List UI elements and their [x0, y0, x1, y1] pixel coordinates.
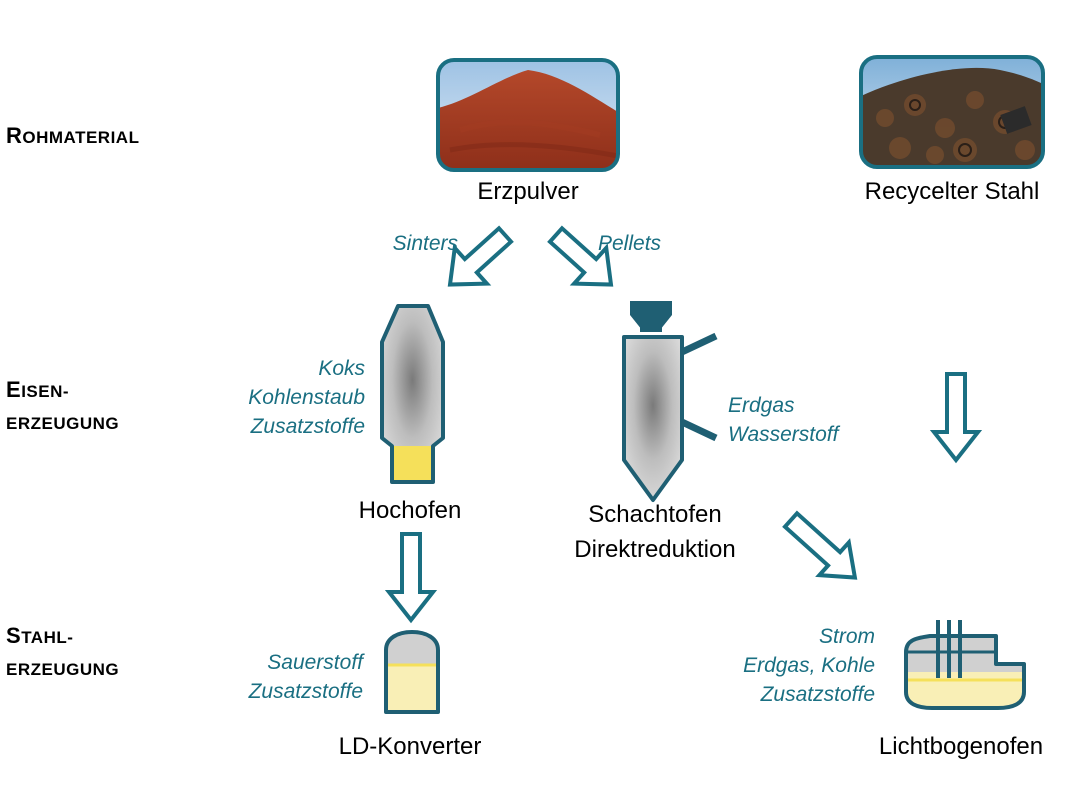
- ld-converter-icon: [384, 630, 440, 714]
- label-erzpulver: Erzpulver: [477, 178, 579, 205]
- blast-furnace-icon: [380, 304, 445, 484]
- schachtofen-inputs: Erdgas Wasserstoff: [728, 394, 839, 446]
- hochofen-inputs: Koks Kohlenstaub Zusatzstoffe: [248, 357, 365, 438]
- shaft-furnace-icon: [622, 301, 718, 502]
- row-label-rohmaterial: ROHMATERIAL: [6, 123, 140, 148]
- label-pellets: Pellets: [598, 232, 662, 255]
- label-lichtbogenofen: Lichtbogenofen: [878, 733, 1044, 760]
- arrow-dri-to-eaf: [782, 510, 858, 580]
- arrow-pellets: [547, 225, 614, 287]
- label-recycelter-stahl: Recycelter Stahl: [864, 178, 1040, 205]
- label-sinters: Sinters: [392, 232, 458, 255]
- label-schachtofen: Schachtofen Direktreduktion: [574, 501, 736, 563]
- arrow-hochofen-down: [384, 532, 438, 624]
- row-label-eisenerzeugung: EISEN- ERZEUGUNG: [6, 377, 120, 433]
- label-ld-konverter: LD-Konverter: [338, 733, 482, 760]
- ld-konverter-inputs: Sauerstoff Zusatzstoffe: [248, 651, 363, 703]
- label-hochofen: Hochofen: [358, 497, 462, 524]
- arrow-sinters: [447, 225, 514, 287]
- arrow-scrap-down: [929, 372, 983, 464]
- scrap-photo: [859, 55, 1045, 169]
- ore-photo: [436, 58, 620, 172]
- lichtbogenofen-inputs: Strom Erdgas, Kohle Zusatzstoffe: [743, 625, 875, 706]
- row-label-stahlerzeugung: STAHL- ERZEUGUNG: [6, 623, 120, 679]
- arc-furnace-icon: [904, 620, 1026, 710]
